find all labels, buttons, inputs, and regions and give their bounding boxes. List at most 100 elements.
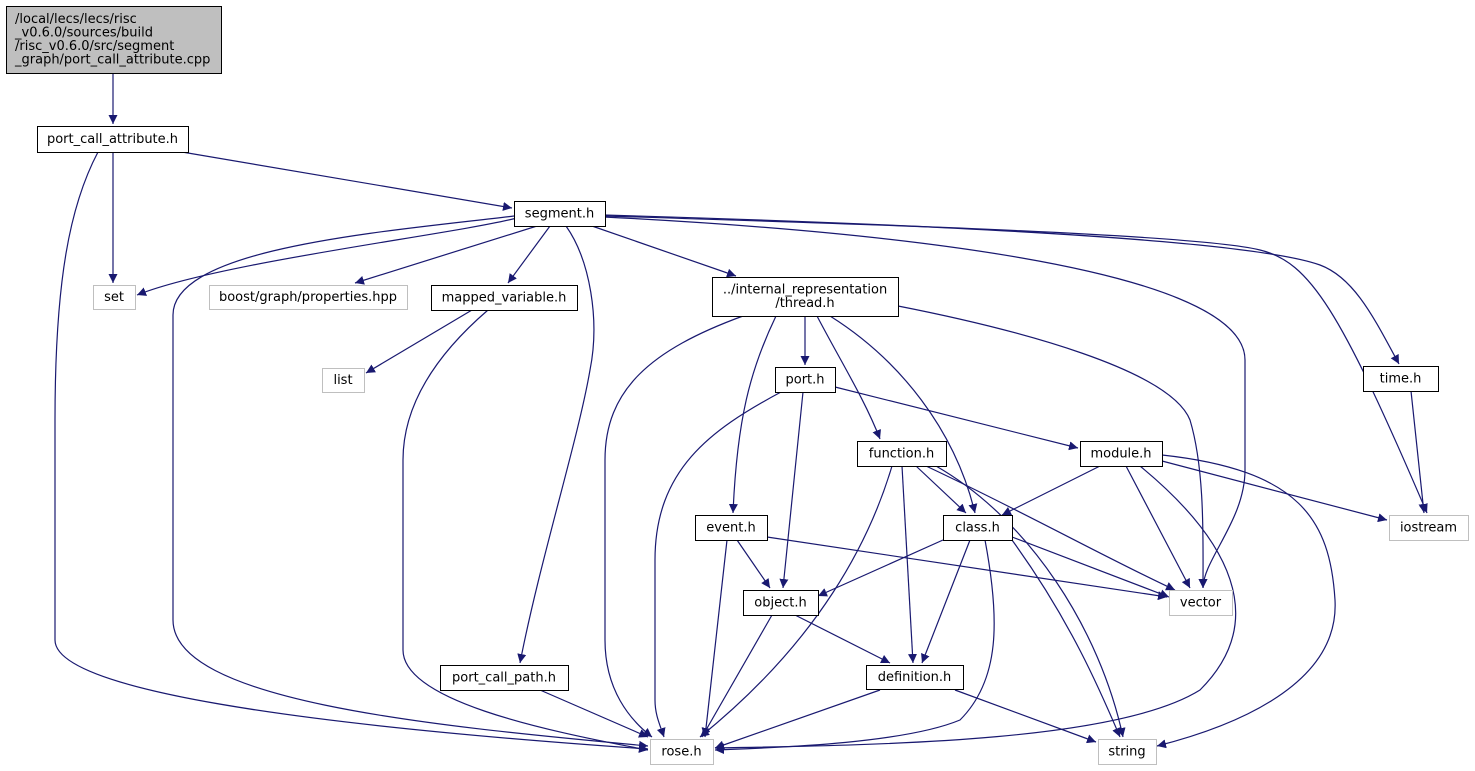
node-box [1098, 739, 1157, 765]
node-event_h[interactable]: event.h [695, 515, 768, 541]
node-module_h[interactable]: module.h [1080, 441, 1163, 467]
edge-port_h-to-module_h [834, 386, 1079, 451]
node-label: port.h [785, 372, 824, 387]
edge-port_h-to-rose_h [654, 391, 782, 738]
node-label: list [333, 373, 352, 388]
node-label: iostream [1400, 520, 1457, 535]
node-label: object.h [754, 595, 806, 610]
edge-function_h-to-class_h [915, 465, 967, 514]
node-label: mapped_variable.h [442, 290, 567, 305]
node-label: string [1108, 744, 1145, 759]
edge-event_h-to-vector [766, 536, 1168, 601]
node-box [431, 285, 578, 311]
node-label: /risc_v0.6.0/src/segment [15, 39, 174, 54]
node-box [6, 6, 222, 74]
node-string: string [1098, 739, 1157, 765]
node-time_h[interactable]: time.h [1363, 366, 1439, 392]
node-object_h[interactable]: object.h [743, 590, 819, 616]
node-mapped_variable_h[interactable]: mapped_variable.h [431, 285, 578, 311]
node-label: /local/lecs/lecs/risc [15, 12, 137, 27]
node-box [514, 201, 606, 227]
edge-segment_h-to-time_h [603, 214, 1400, 365]
node-label: _v0.6.0/sources/build [14, 26, 153, 41]
edge-port_h-to-object_h [779, 391, 804, 589]
node-root[interactable]: /local/lecs/lecs/risc_v0.6.0/sources/bui… [6, 6, 222, 74]
edge-module_h-to-vector [1125, 465, 1191, 589]
node-box [1363, 366, 1439, 392]
node-rose_h: rose.h [650, 739, 714, 765]
edge-function_h-to-rose_h [699, 465, 893, 738]
edge-segment_h-to-vector [603, 216, 1246, 589]
node-definition_h[interactable]: definition.h [866, 665, 964, 690]
node-label: time.h [1380, 371, 1422, 386]
edge-module_h-to-class_h [1001, 465, 1101, 516]
node-boost_graph_properties: boost/graph/properties.hpp [209, 285, 408, 310]
edge-definition_h-to-rose_h [714, 689, 881, 750]
edge-function_h-to-definition_h [901, 465, 917, 664]
edge-class_h-to-string [1011, 539, 1121, 738]
node-box [712, 277, 899, 317]
edge-class_h-to-object_h [817, 539, 944, 597]
node-class_h[interactable]: class.h [943, 515, 1013, 541]
edge-thread_h-to-function_h [816, 315, 881, 440]
node-label: port_call_attribute.h [47, 132, 178, 147]
node-box [440, 665, 569, 691]
edge-mapped_variable_h-to-list [365, 309, 473, 374]
edge-event_h-to-object_h [736, 539, 771, 589]
node-label: _graph/port_call_attribute.cpp [14, 53, 210, 68]
node-label: rose.h [661, 744, 701, 759]
nodes-layer: /local/lecs/lecs/risc_v0.6.0/sources/bui… [6, 6, 1469, 765]
node-box [322, 368, 365, 393]
edge-segment_h-to-thread_h [591, 225, 737, 278]
node-label: boost/graph/properties.hpp [219, 290, 397, 305]
edge-module_h-to-iostream [1161, 460, 1388, 523]
node-port_call_path_h[interactable]: port_call_path.h [440, 665, 569, 691]
edge-function_h-to-string [935, 465, 1126, 738]
edge-port_call_attribute_h-to-rose_h [54, 151, 649, 753]
edge-thread_h-to-vector [897, 305, 1208, 589]
node-box [866, 665, 964, 690]
edge-definition_h-to-string [954, 689, 1097, 744]
node-box [775, 367, 836, 393]
edge-port_call_attribute_h-to-segment_h [181, 151, 513, 211]
node-label: definition.h [878, 670, 952, 685]
edge-module_h-to-rose_h [714, 465, 1237, 753]
node-box [37, 126, 189, 153]
node-label: module.h [1090, 446, 1151, 461]
edge-object_h-to-definition_h [794, 614, 891, 664]
node-port_h[interactable]: port.h [775, 367, 836, 393]
node-box [943, 515, 1013, 541]
edge-thread_h-to-class_h [829, 315, 978, 514]
node-iostream: iostream [1389, 515, 1469, 541]
node-label: /thread.h [775, 296, 834, 311]
edge-mapped_variable_h-to-rose_h [402, 309, 649, 753]
edge-module_h-to-string [1156, 454, 1336, 749]
edge-class_h-to-definition_h [921, 539, 971, 664]
edges-layer [54, 74, 1428, 755]
edge-thread_h-to-rose_h [604, 315, 744, 738]
node-box [1169, 590, 1233, 616]
node-box [650, 739, 714, 765]
node-list: list [322, 368, 365, 393]
node-box [1389, 515, 1469, 541]
edge-segment_h-to-set [136, 217, 518, 296]
node-vector: vector [1169, 590, 1233, 616]
node-label: ../internal_representation [723, 283, 887, 298]
node-segment_h[interactable]: segment.h [514, 201, 606, 227]
edge-time_h-to-iostream [1410, 390, 1428, 514]
edge-class_h-to-vector [1011, 536, 1170, 598]
edge-thread_h-to-event_h [728, 315, 777, 514]
edge-segment_h-to-rose_h [172, 215, 649, 750]
edge-port_call_path_h-to-rose_h [539, 689, 649, 738]
node-function_h[interactable]: function.h [857, 441, 947, 467]
node-label: segment.h [525, 206, 594, 221]
node-port_call_attribute_h[interactable]: port_call_attribute.h [37, 126, 189, 153]
node-label: vector [1180, 595, 1222, 610]
node-box [1080, 441, 1163, 467]
edge-object_h-to-rose_h [701, 614, 773, 738]
edge-event_h-to-rose_h [701, 539, 728, 738]
edge-segment_h-to-boost_graph_properties [354, 225, 538, 285]
edge-segment_h-to-mapped_variable_h [507, 225, 551, 284]
node-thread_h[interactable]: ../internal_representation/thread.h [712, 277, 899, 317]
